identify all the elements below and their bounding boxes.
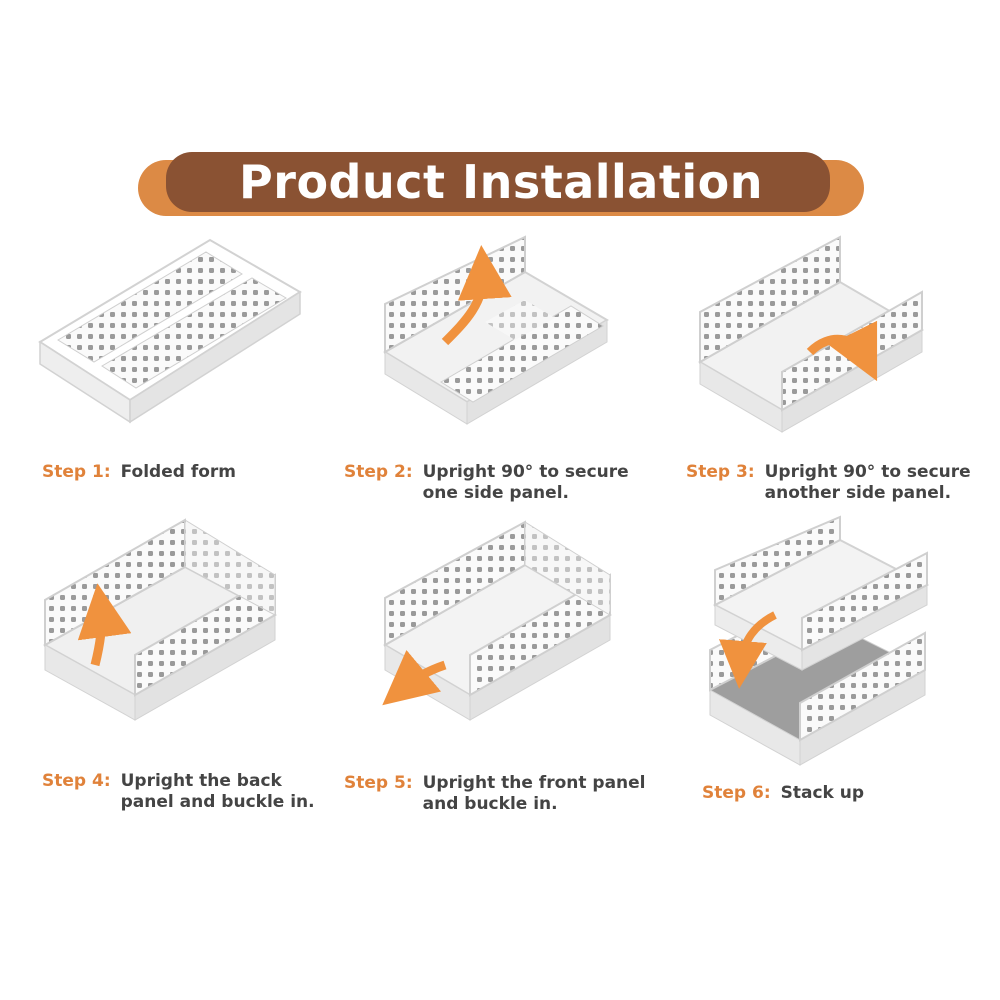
- step-3-illustration: [698, 235, 924, 433]
- step-1-line-1: Folded form: [120, 462, 237, 482]
- step-1-caption: Step 1: Folded form: [42, 462, 236, 483]
- step-5-illustration: [382, 520, 612, 721]
- page-title: Product Installation: [239, 155, 763, 209]
- step-4-line-1: Upright the back: [120, 771, 282, 791]
- step-4-label: Step 4:: [42, 771, 111, 791]
- curved-arrow-icon: [806, 320, 878, 382]
- curved-arrow-icon: [382, 649, 447, 706]
- step-4-illustration: [42, 518, 278, 721]
- curved-arrow-icon: [441, 245, 512, 346]
- title-banner: Product Installation: [138, 152, 864, 218]
- step-6-line-1: Stack up: [780, 783, 865, 803]
- step-1-label: Step 1:: [42, 462, 111, 482]
- step-3-line-2: another side panel.: [764, 483, 952, 503]
- step-2-line-2: one side panel.: [422, 483, 569, 503]
- step-2-label: Step 2:: [344, 462, 413, 482]
- step-3-label: Step 3:: [686, 462, 755, 482]
- step-6-illustration: [708, 515, 930, 766]
- curved-arrow-icon: [77, 583, 132, 667]
- step-2-line-1: Upright 90° to secure: [422, 462, 629, 482]
- banner-background: [138, 152, 864, 216]
- step-5-line-2: and buckle in.: [422, 794, 558, 814]
- step-6-caption: Step 6: Stack up: [702, 783, 864, 804]
- step-1-illustration: [38, 238, 302, 424]
- step-6-label: Step 6:: [702, 783, 771, 803]
- step-2-illustration: [383, 235, 609, 425]
- step-4-line-2: panel and buckle in.: [120, 792, 315, 812]
- step-5-line-1: Upright the front panel: [422, 773, 646, 793]
- step-5-label: Step 5:: [344, 773, 413, 793]
- curved-arrow-icon: [719, 611, 777, 689]
- step-3-line-1: Upright 90° to secure: [764, 462, 971, 482]
